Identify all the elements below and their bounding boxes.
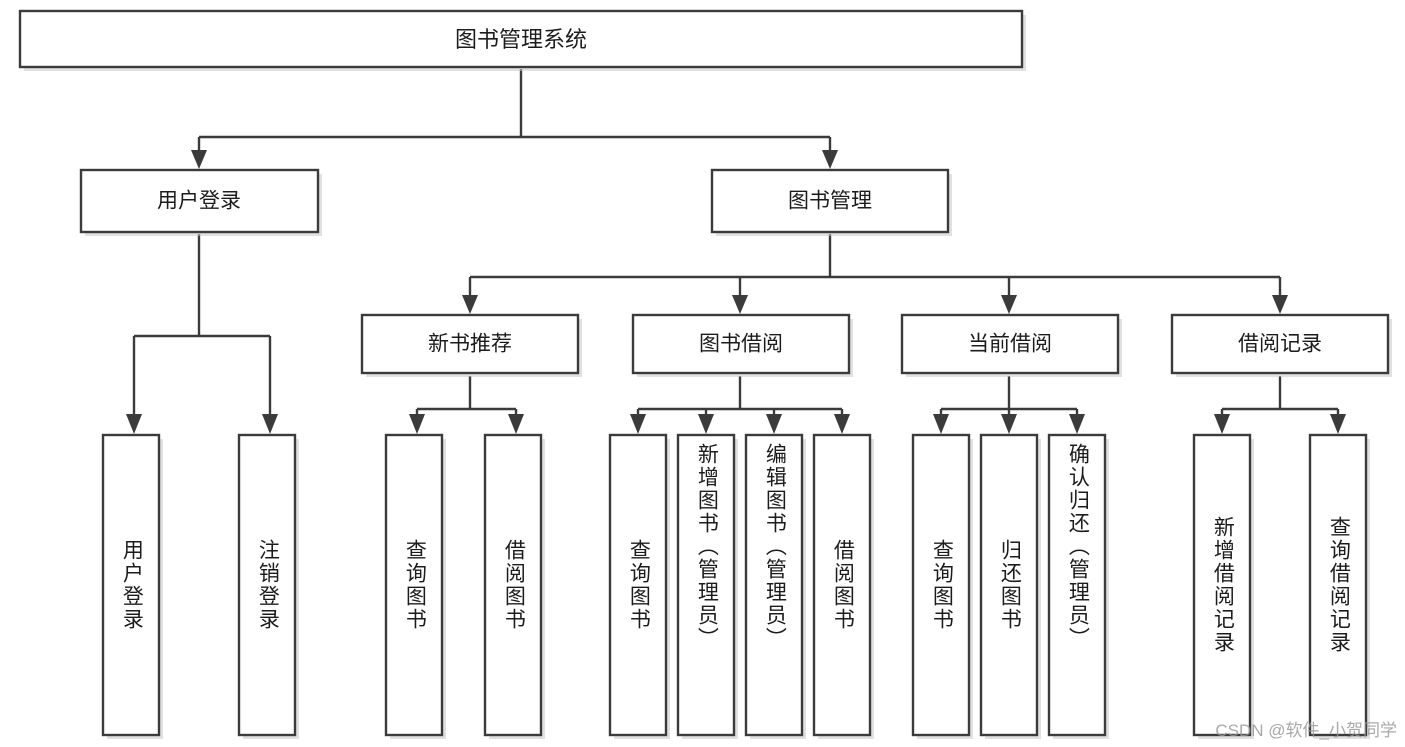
node-current-borrow-label: 当前借阅 [968, 333, 1052, 356]
leaf-user-login-rect[interactable] [101, 433, 161, 737]
node-book-borrow[interactable]: 图书借阅 [631, 313, 853, 377]
leaf-current-confirm-return-rect[interactable] [1047, 433, 1107, 737]
node-root[interactable]: 图书管理系统 [18, 9, 1026, 71]
leaf-rec-borrow-book-rect[interactable] [483, 433, 543, 737]
node-current-borrow-rect [900, 313, 1120, 375]
leaf-record-query-rect[interactable] [1308, 433, 1368, 737]
leaf-rec-query-book-rect[interactable] [384, 433, 444, 737]
arrow-bm-to-borrow-record [1272, 295, 1288, 314]
arrow-bm-to-book-borrow [732, 295, 748, 314]
arrow-nbr-leaf-2 [508, 414, 524, 434]
arrow-user-login-leaf-2 [262, 414, 278, 434]
leaf-user-logout-rect[interactable] [237, 433, 297, 737]
leaf-box-group [101, 433, 1370, 739]
node-new-book-rec-rect [360, 313, 580, 375]
arrow-nbr-leaf-1 [409, 414, 425, 434]
arrow-bb-leaf-1 [630, 414, 646, 434]
node-user-login[interactable]: 用户登录 [79, 168, 322, 236]
arrow-bm-to-new-book-rec [462, 295, 478, 314]
node-root-label: 图书管理系统 [455, 27, 587, 52]
arrow-cb-leaf-1 [933, 414, 949, 434]
leaf-record-add-rect[interactable] [1192, 433, 1252, 737]
leaf-borrow-add-book-rect[interactable] [676, 433, 736, 737]
node-user-login-label: 用户登录 [157, 190, 241, 213]
node-borrow-record-label: 借阅记录 [1238, 333, 1322, 356]
arrow-br-leaf-2 [1330, 414, 1346, 434]
arrow-root-to-user-login [191, 150, 207, 169]
node-borrow-record-rect [1170, 313, 1390, 375]
arrow-cb-leaf-3 [1069, 414, 1085, 434]
arrow-root-to-book-manage [822, 150, 838, 169]
node-borrow-record[interactable]: 借阅记录 [1170, 313, 1392, 377]
arrow-cb-leaf-2 [1001, 414, 1017, 434]
arrow-bb-leaf-3 [766, 414, 782, 434]
node-book-manage-label: 图书管理 [788, 190, 872, 213]
node-root-rect [18, 9, 1024, 69]
node-book-manage-rect [710, 168, 950, 234]
node-current-borrow[interactable]: 当前借阅 [900, 313, 1122, 377]
arrow-bb-leaf-2 [698, 414, 714, 434]
arrow-user-login-leaf-1 [126, 414, 142, 434]
node-new-book-rec[interactable]: 新书推荐 [360, 313, 582, 377]
arrow-bb-leaf-4 [834, 414, 850, 434]
node-user-login-rect [79, 168, 320, 234]
arrow-bm-to-current-borrow [1001, 295, 1017, 314]
leaf-borrow-query-book-rect[interactable] [608, 433, 668, 737]
leaf-borrow-edit-book-rect[interactable] [744, 433, 804, 737]
node-book-manage[interactable]: 图书管理 [710, 168, 952, 236]
node-book-borrow-rect [631, 313, 851, 375]
leaf-borrow-borrow-book-rect[interactable] [812, 433, 872, 737]
leaf-current-query-book-rect[interactable] [911, 433, 971, 737]
node-new-book-rec-label: 新书推荐 [428, 333, 512, 356]
arrow-br-leaf-1 [1214, 414, 1230, 434]
edge-group [126, 69, 1346, 434]
node-book-borrow-label: 图书借阅 [699, 333, 783, 356]
leaf-current-return-book-rect[interactable] [979, 433, 1039, 737]
